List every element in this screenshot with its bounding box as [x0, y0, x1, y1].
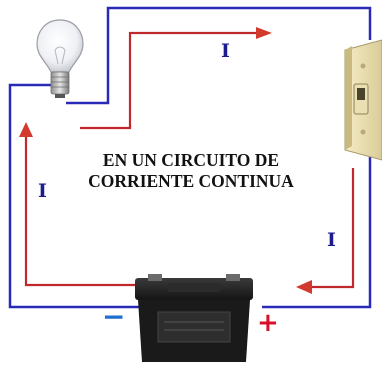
current-arrow-top [80, 31, 256, 130]
negative-terminal-sign: − [102, 300, 126, 333]
caption-line-2: CORRIENTE CONTINUA [88, 171, 294, 191]
wire-top [66, 6, 372, 105]
caption: EN UN CIRCUITO DE CORRIENTE CONTINUA [66, 150, 316, 192]
positive-terminal-sign: + [257, 308, 279, 338]
battery-icon [135, 274, 253, 362]
wire-right [262, 152, 372, 309]
wires [8, 6, 372, 309]
switch-icon [344, 39, 382, 161]
caption-line-1: EN UN CIRCUITO DE [102, 150, 280, 170]
current-label-top: I [221, 40, 230, 62]
current-label-left: I [38, 180, 47, 202]
current-arrow-left [24, 137, 135, 287]
current-arrows [19, 27, 355, 294]
current-label-right: I [327, 229, 336, 251]
light-bulb-icon [36, 19, 84, 98]
current-arrow-right [312, 168, 355, 289]
wire-left [8, 83, 140, 309]
